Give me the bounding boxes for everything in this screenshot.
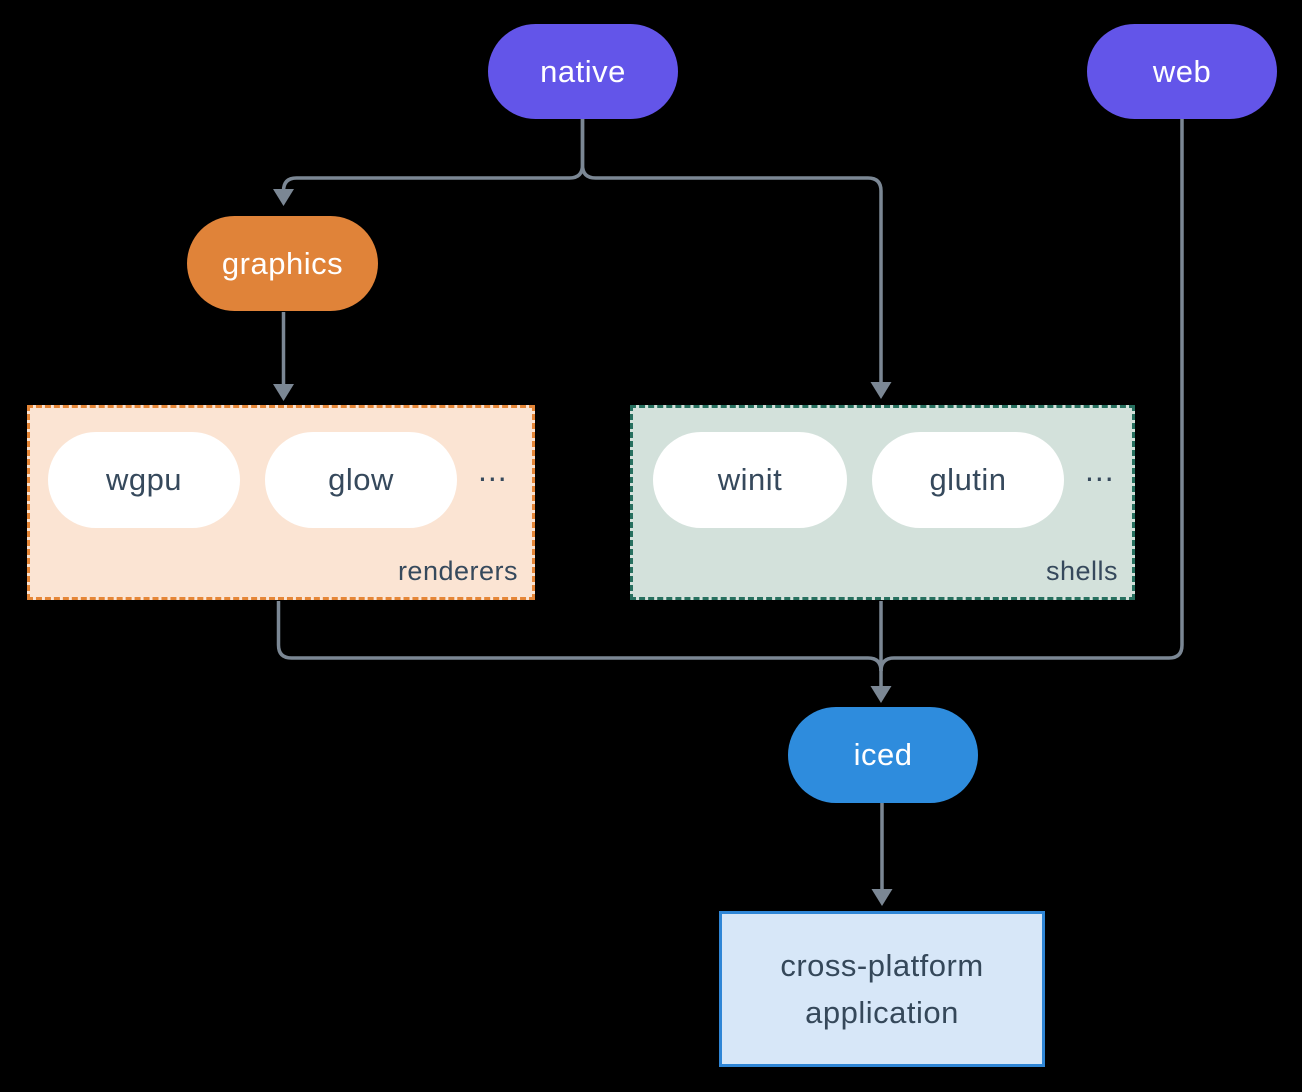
application-label-line1: cross-platform bbox=[780, 948, 984, 983]
node-cross-platform-application: cross-platform application bbox=[719, 911, 1045, 1067]
arrowhead-into-iced bbox=[870, 686, 892, 703]
renderers-label: renderers bbox=[397, 556, 518, 586]
application-label-line2: application bbox=[805, 995, 959, 1030]
node-web: web bbox=[1087, 24, 1277, 119]
shells-label: shells bbox=[1045, 556, 1118, 586]
node-glutin: glutin bbox=[872, 432, 1064, 528]
node-graphics: graphics bbox=[187, 216, 378, 311]
edge-native-graphics bbox=[281, 119, 585, 192]
arrowheads bbox=[273, 189, 893, 906]
application-label: cross-platform application bbox=[780, 942, 983, 1036]
node-winit: winit bbox=[653, 432, 847, 528]
arrowhead-into-graphics bbox=[273, 189, 294, 206]
renderers-ellipsis: ... bbox=[478, 452, 508, 488]
node-iced: iced bbox=[788, 707, 978, 803]
node-native: native bbox=[488, 24, 678, 119]
shells-ellipsis: ... bbox=[1085, 452, 1115, 488]
group-shells: winit glutin ... shells bbox=[630, 405, 1135, 600]
group-renderers: wgpu glow ... renderers bbox=[27, 405, 535, 600]
node-glow: glow bbox=[265, 432, 457, 528]
arrowhead-into-application bbox=[871, 889, 893, 906]
node-wgpu: wgpu bbox=[48, 432, 240, 528]
edge-native-shells bbox=[580, 119, 883, 383]
arrowhead-into-shells bbox=[870, 382, 892, 399]
edge-renderers-iced bbox=[276, 601, 883, 672]
arrowhead-into-renderers bbox=[273, 384, 294, 401]
